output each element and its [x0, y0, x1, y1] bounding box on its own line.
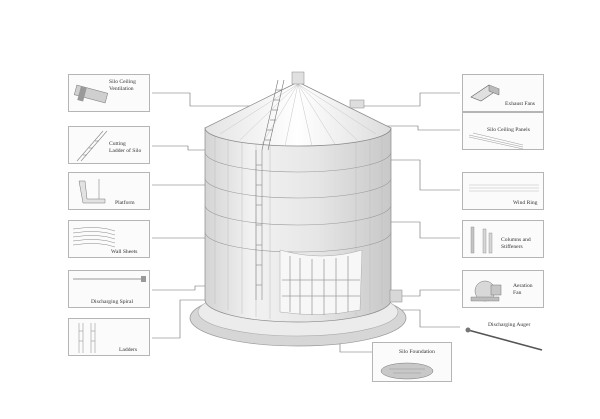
- ventilation-icon: [73, 84, 109, 104]
- spiral-icon: [73, 276, 146, 282]
- wall-sheets-icon: [72, 227, 116, 248]
- callout-platform: Platform: [68, 172, 150, 210]
- label-cutting-ladder-1: Cutting: [109, 141, 126, 147]
- callout-ladders: Ladders: [68, 318, 150, 356]
- label-columns-stiffeners-1: Columns and: [501, 237, 531, 243]
- ladder-icon: [76, 130, 108, 162]
- aeration-fan-icon: [470, 280, 502, 302]
- columns-icon: [470, 226, 493, 254]
- label-wind-ring: Wind Ring: [513, 200, 538, 206]
- platform-icon: [78, 179, 106, 204]
- callout-cutting-ladder: Cutting Ladder of Silo: [68, 126, 150, 164]
- callout-wall-sheets: Wall Sheets: [68, 220, 150, 258]
- callout-aeration-fan: Aeration Fan: [462, 270, 544, 308]
- label-discharging-spiral: Discharging Spiral: [91, 299, 133, 305]
- label-ceiling-panels: Silo Ceiling Panels: [487, 127, 530, 133]
- callout-discharging-spiral: Discharging Spiral: [68, 270, 150, 308]
- auger-icon: [465, 327, 543, 351]
- callout-wind-ring: Wind Ring: [462, 172, 544, 210]
- label-cutting-ladder-2: Ladder of Silo: [109, 148, 142, 154]
- label-platform: Platform: [115, 200, 135, 206]
- label-foundation: Silo Foundation: [399, 349, 435, 355]
- exhaust-fan-icon: [470, 84, 500, 102]
- callout-ceiling-ventilation: Silo Ceiling Ventilation: [68, 74, 150, 112]
- label-ceiling-ventilation-1: Silo Ceiling: [109, 79, 136, 85]
- label-exhaust-fans: Exhaust Fans: [505, 101, 535, 107]
- callout-ceiling-panels: Silo Ceiling Panels: [462, 112, 544, 150]
- label-aeration-fan-1: Aeration: [513, 283, 533, 289]
- label-columns-stiffeners-2: Stiffeners: [501, 244, 523, 250]
- callout-exhaust-fans: Exhaust Fans: [462, 74, 544, 112]
- label-ceiling-ventilation-2: Ventilation: [109, 86, 134, 92]
- wind-ring-icon: [469, 184, 539, 192]
- label-aeration-fan-2: Fan: [513, 290, 522, 296]
- ladders-icon: [78, 323, 96, 353]
- label-wall-sheets: Wall Sheets: [111, 249, 138, 255]
- ceiling-panels-icon: [468, 132, 524, 150]
- foundation-icon: [380, 362, 434, 380]
- label-ladders: Ladders: [119, 347, 138, 353]
- callout-foundation: Silo Foundation: [372, 342, 452, 382]
- label-discharging-auger: Discharging Auger: [488, 322, 531, 328]
- callout-columns-stiffeners: Columns and Stiffeners: [462, 220, 544, 258]
- callout-discharging-auger: Discharging Auger: [462, 318, 544, 356]
